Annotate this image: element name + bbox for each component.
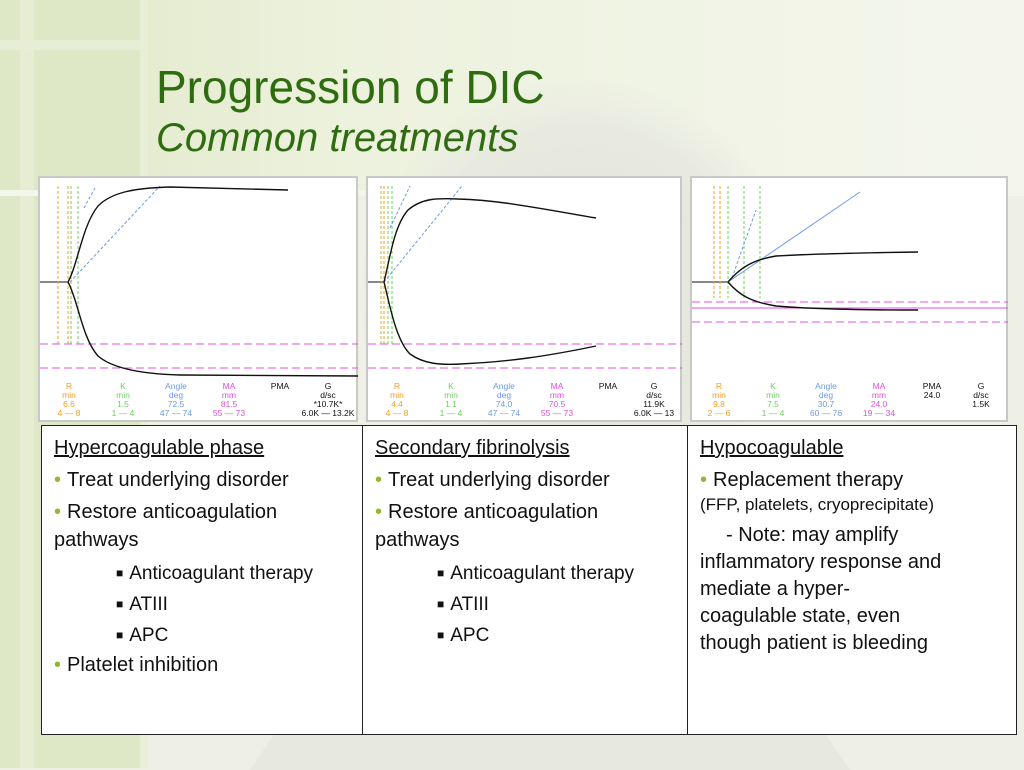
bullet-icon: • bbox=[54, 469, 62, 491]
sub-list-item: ■APC bbox=[437, 625, 490, 646]
sub-list-item: ■ATIII bbox=[116, 594, 168, 615]
bullet-icon: • bbox=[375, 469, 383, 491]
background-stripe bbox=[20, 0, 34, 768]
title-line-2: Common treatments bbox=[156, 116, 519, 160]
list-item: •Platelet inhibition bbox=[54, 654, 219, 676]
square-bullet-icon: ■ bbox=[116, 628, 124, 642]
square-bullet-icon: ■ bbox=[437, 566, 445, 580]
note-text: - Note: may amplify inflammatory respons… bbox=[700, 524, 942, 654]
list-item: •Restore anticoagulation pathways bbox=[54, 501, 278, 551]
tracing-lower bbox=[67, 281, 358, 377]
angle-line bbox=[69, 185, 161, 283]
bullet-icon: • bbox=[375, 501, 383, 523]
param-pma: PMA bbox=[270, 381, 290, 391]
angle-line bbox=[727, 191, 861, 283]
bullet-icon: • bbox=[700, 469, 708, 491]
list-item: •Treat underlying disorder bbox=[375, 469, 610, 491]
column-heading: Secondary fibrinolysis bbox=[375, 437, 570, 459]
list-item: •Restore anticoagulation pathways bbox=[375, 501, 599, 551]
list-item: •Replacement therapy bbox=[700, 469, 904, 491]
param-pma: PMA bbox=[598, 381, 618, 391]
column-hypocoagulable: Hypocoagulable •Replacement therapy (FFP… bbox=[687, 425, 1017, 735]
angle-line bbox=[83, 185, 97, 209]
column-hypercoagulable: Hypercoagulable phase •Treat underlying … bbox=[41, 425, 363, 735]
sub-list-item: ■Anticoagulant therapy bbox=[437, 563, 635, 584]
tracing-upper bbox=[383, 197, 597, 283]
square-bullet-icon: ■ bbox=[116, 566, 124, 580]
teg-tracing-1 bbox=[40, 185, 358, 377]
sub-list-item: ■APC bbox=[116, 625, 169, 646]
bullet-icon: • bbox=[54, 654, 62, 676]
tracing-upper bbox=[67, 186, 289, 283]
tracing-upper bbox=[727, 251, 919, 283]
angle-line bbox=[389, 185, 411, 229]
replacement-detail: (FFP, platelets, cryoprecipitate) bbox=[700, 495, 934, 514]
sub-list-item: ■Anticoagulant therapy bbox=[116, 563, 314, 584]
title-line-1: Progression of DIC bbox=[156, 61, 545, 113]
background-stripe bbox=[0, 40, 140, 50]
angle-line bbox=[731, 209, 757, 279]
square-bullet-icon: ■ bbox=[437, 628, 445, 642]
treatments-table: Hypercoagulable phase •Treat underlying … bbox=[41, 425, 1017, 735]
teg-tracing-3 bbox=[692, 186, 1008, 323]
slide-title: Progression of DIC Common treatments bbox=[156, 60, 545, 162]
square-bullet-icon: ■ bbox=[437, 597, 445, 611]
tracing-lower bbox=[383, 281, 597, 365]
table-row: Hypercoagulable phase •Treat underlying … bbox=[41, 425, 1017, 735]
square-bullet-icon: ■ bbox=[116, 597, 124, 611]
list-item: •Treat underlying disorder bbox=[54, 469, 289, 491]
column-heading: Hypocoagulable bbox=[700, 437, 844, 459]
column-secondary-fibrinolysis: Secondary fibrinolysis •Treat underlying… bbox=[362, 425, 688, 735]
sub-list-item: ■ATIII bbox=[437, 594, 489, 615]
bullet-icon: • bbox=[54, 501, 62, 523]
tracing-lower bbox=[727, 281, 919, 311]
column-heading: Hypercoagulable phase bbox=[54, 437, 265, 459]
teg-tracing-2 bbox=[368, 185, 682, 369]
angle-line bbox=[383, 185, 463, 283]
